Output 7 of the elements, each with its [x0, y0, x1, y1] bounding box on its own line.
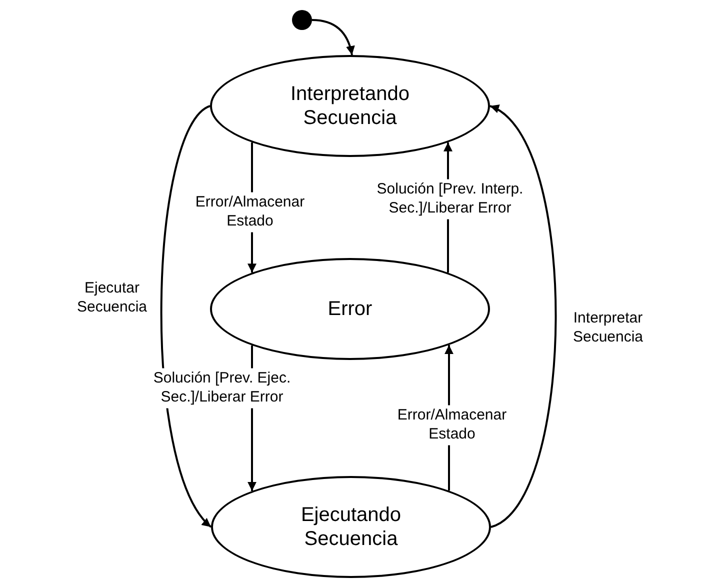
state-name: Error	[326, 297, 374, 321]
initial-state-dot	[292, 10, 312, 30]
transition-arrow	[312, 19, 355, 56]
transition-arrow	[160, 105, 212, 528]
state-name: Interpretando Secuencia	[290, 82, 410, 130]
transition-arrow	[489, 105, 557, 528]
state-name: Ejecutando Secuencia	[300, 503, 402, 551]
